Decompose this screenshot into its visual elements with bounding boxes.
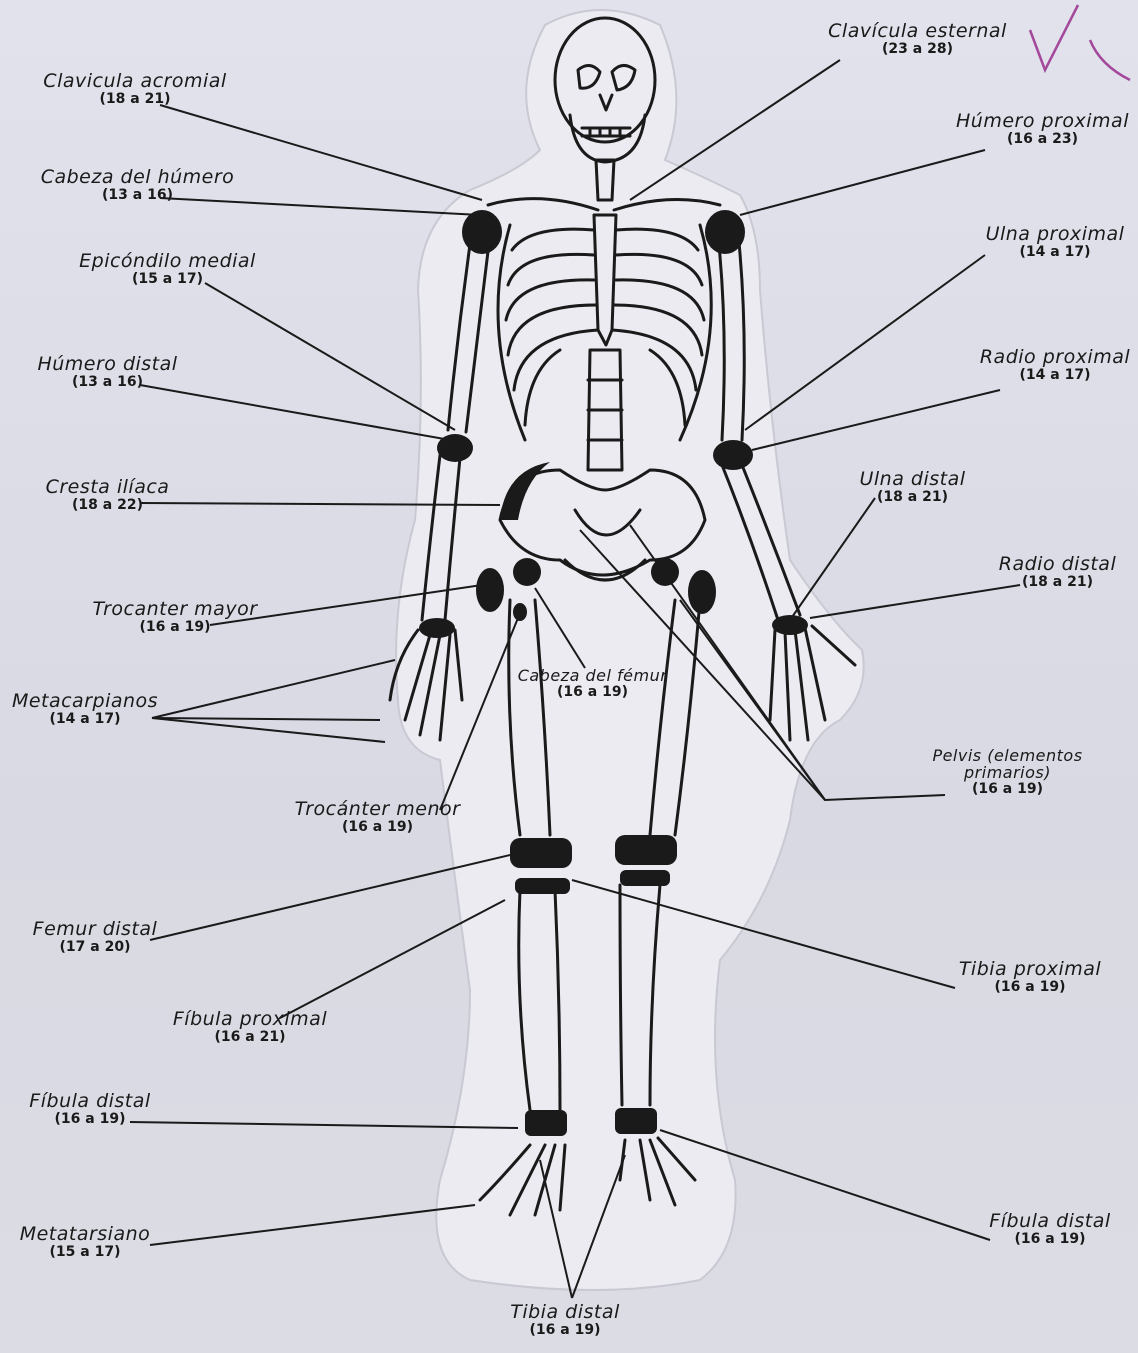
leader-metatarsiano (150, 1205, 475, 1245)
knee-plate-left (510, 838, 572, 868)
label-name: Metatarsiano (10, 1225, 160, 1245)
label-name: Trocánter menor (285, 800, 470, 820)
leader-radio-distal (810, 585, 1020, 618)
knee-plate-right-2 (620, 870, 670, 886)
femur-head-left (513, 558, 541, 586)
label-epicondilo-medial: Epicóndilo medial (15 a 17) (60, 252, 275, 287)
label-range: (16 a 19) (285, 820, 470, 835)
label-range: (18 a 21) (845, 490, 980, 505)
label-name: Tibia distal (490, 1303, 640, 1323)
label-cabeza-humero: Cabeza del húmero (13 a 16) (25, 168, 250, 203)
label-tibia-distal: Tibia distal (16 a 19) (490, 1303, 640, 1338)
label-range: (23 a 28) (805, 42, 1030, 57)
label-cresta-iliaca: Cresta ilíaca (18 a 22) (25, 478, 190, 513)
wrist-plate-left (419, 618, 455, 638)
leader-ulna-distal (790, 498, 875, 620)
leader-ulna-proximal (745, 255, 985, 430)
label-range: (16 a 23) (955, 132, 1130, 147)
trochanter-left (476, 568, 504, 612)
leader-metacarpianos-2 (152, 718, 380, 720)
label-range: (16 a 19) (15, 1112, 165, 1127)
trochanter-right (688, 570, 716, 614)
label-fibula-proximal: Fíbula proximal (16 a 21) (150, 1010, 350, 1045)
label-ulna-proximal: Ulna proximal (14 a 17) (975, 225, 1135, 260)
label-range: (16 a 19) (75, 620, 275, 635)
label-humero-proximal: Húmero proximal (16 a 23) (955, 112, 1130, 147)
label-humero-distal: Húmero distal (13 a 16) (20, 355, 195, 390)
label-range: (16 a 19) (945, 980, 1115, 995)
label-trocanter-mayor: Trocanter mayor (16 a 19) (75, 600, 275, 635)
label-name: Clavícula esternal (805, 22, 1030, 42)
shoulder-plate-left (462, 210, 502, 254)
label-name: Femur distal (20, 920, 170, 940)
label-range: (18 a 21) (30, 92, 240, 107)
label-name: Cabeza del húmero (25, 168, 250, 188)
leader-epicondilo (205, 283, 455, 430)
label-metacarpianos: Metacarpianos (14 a 17) (5, 692, 165, 727)
label-metatarsiano: Metatarsiano (15 a 17) (10, 1225, 160, 1260)
label-name: Ulna distal (845, 470, 980, 490)
label-name: Húmero proximal (955, 112, 1130, 132)
label-cabeza-femur: Cabeza del fémur (16 a 19) (515, 668, 670, 699)
label-clavicula-acromial: Clavicula acromial (18 a 21) (30, 72, 240, 107)
ankle-plate-right (615, 1108, 657, 1134)
check-mark-2 (1090, 40, 1130, 80)
label-name: Fíbula distal (15, 1092, 165, 1112)
label-radio-distal: Radio distal (18 a 21) (985, 555, 1130, 590)
label-range: (16 a 19) (895, 782, 1120, 797)
label-range: (18 a 21) (985, 575, 1130, 590)
label-name: Radio proximal (975, 348, 1135, 368)
lesser-trochanter (513, 603, 527, 621)
label-name: Pelvis (elementos primarios) (895, 748, 1120, 782)
check-mark (1030, 5, 1078, 70)
label-trocanter-menor: Trocánter menor (16 a 19) (285, 800, 470, 835)
label-name: Clavicula acromial (30, 72, 240, 92)
label-clavicula-esternal: Clavícula esternal (23 a 28) (805, 22, 1030, 57)
label-name: Tibia proximal (945, 960, 1115, 980)
label-range: (14 a 17) (5, 712, 165, 727)
label-range: (17 a 20) (20, 940, 170, 955)
leader-metacarpianos-3 (152, 718, 385, 742)
label-name: Cresta ilíaca (25, 478, 190, 498)
label-range: (14 a 17) (975, 368, 1135, 383)
label-range: (18 a 22) (25, 498, 190, 513)
label-name: Fíbula proximal (150, 1010, 350, 1030)
label-radio-proximal: Radio proximal (14 a 17) (975, 348, 1135, 383)
wrist-plate-right (772, 615, 808, 635)
leader-humero-proximal (740, 150, 985, 215)
label-range: (14 a 17) (975, 245, 1135, 260)
knee-plate-left-2 (515, 878, 570, 894)
label-fibula-distal-right: Fíbula distal (16 a 19) (975, 1212, 1125, 1247)
label-name: Epicóndilo medial (60, 252, 275, 272)
label-range: (13 a 16) (25, 188, 250, 203)
knee-plate-right (615, 835, 677, 865)
label-range: (15 a 17) (60, 272, 275, 287)
shoulder-plate-right (705, 210, 745, 254)
label-range: (13 a 16) (20, 375, 195, 390)
label-range: (16 a 19) (975, 1232, 1125, 1247)
label-name: Húmero distal (20, 355, 195, 375)
leader-humero-distal (140, 385, 450, 440)
label-range: (15 a 17) (10, 1245, 160, 1260)
elbow-plate-right (713, 440, 753, 470)
label-femur-distal: Femur distal (17 a 20) (20, 920, 170, 955)
paper-cutout (396, 10, 864, 1290)
label-range: (16 a 19) (490, 1323, 640, 1338)
label-fibula-distal-left: Fíbula distal (16 a 19) (15, 1092, 165, 1127)
label-range: (16 a 19) (515, 685, 670, 700)
label-name: Metacarpianos (5, 692, 165, 712)
leader-metacarpianos-1 (152, 660, 395, 718)
label-name: Cabeza del fémur (515, 668, 670, 685)
label-name: Fíbula distal (975, 1212, 1125, 1232)
label-tibia-proximal: Tibia proximal (16 a 19) (945, 960, 1115, 995)
label-ulna-distal: Ulna distal (18 a 21) (845, 470, 980, 505)
ankle-plate-left (525, 1110, 567, 1136)
label-name: Radio distal (985, 555, 1130, 575)
label-name: Trocanter mayor (75, 600, 275, 620)
label-pelvis: Pelvis (elementos primarios) (16 a 19) (895, 748, 1120, 796)
label-name: Ulna proximal (975, 225, 1135, 245)
leader-femur-distal (150, 855, 510, 940)
label-range: (16 a 21) (150, 1030, 350, 1045)
